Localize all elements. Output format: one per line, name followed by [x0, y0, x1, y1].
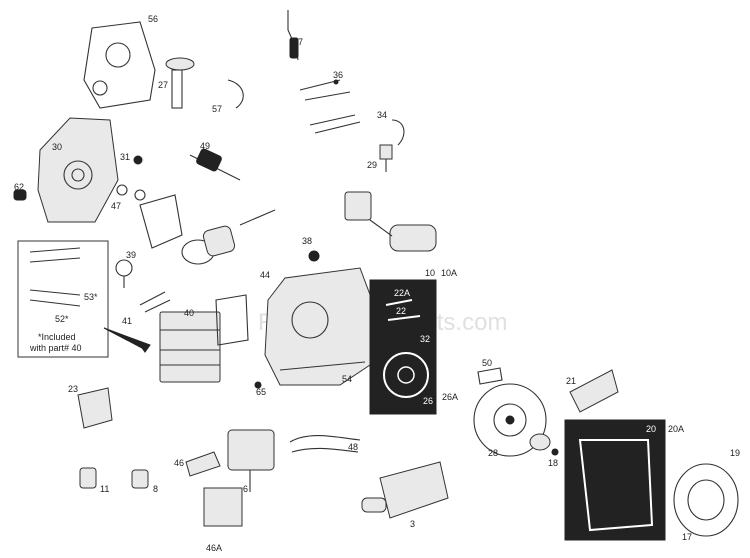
label-46: 46	[174, 458, 184, 468]
label-57: 57	[212, 104, 222, 114]
label-62: 62	[14, 182, 24, 192]
part-47-bearings[interactable]	[116, 184, 146, 201]
label-21: 21	[566, 376, 576, 386]
label-8: 8	[153, 484, 158, 494]
label-20: 20	[646, 424, 656, 434]
part-56-gasket[interactable]	[83, 21, 156, 109]
part-39-gear[interactable]	[115, 259, 133, 288]
label-31: 31	[120, 152, 130, 162]
label-48: 48	[348, 442, 358, 452]
label-47: 47	[111, 201, 121, 211]
part-49-camshaft[interactable]	[189, 148, 241, 181]
part-19-17-recoil-starter[interactable]	[673, 463, 739, 537]
label-26a: 26A	[442, 392, 458, 402]
label-46a: 46A	[206, 543, 222, 553]
label-52: 52*	[55, 314, 69, 324]
part-46-bracket[interactable]	[185, 451, 221, 477]
part-36-wiring[interactable]	[299, 79, 361, 134]
label-11: 11	[100, 484, 109, 494]
label-32: 32	[420, 334, 430, 344]
gasket-crankcase[interactable]	[139, 194, 183, 249]
label-39: 39	[126, 250, 136, 260]
part-30-crankcase-cover[interactable]	[37, 117, 119, 223]
part-28-fan[interactable]	[473, 383, 547, 457]
label-37: 37	[293, 37, 303, 47]
label-50: 50	[482, 358, 492, 368]
label-41: 41	[122, 316, 132, 326]
label-6: 6	[243, 484, 248, 494]
label-22a: 22A	[394, 288, 410, 298]
part-6-carburetor[interactable]	[227, 429, 275, 492]
part-10-starter-motor[interactable]	[344, 191, 437, 252]
label-19: 19	[730, 448, 740, 458]
label-44: 44	[260, 270, 270, 280]
label-28: 28	[488, 448, 498, 458]
label-34: 34	[377, 110, 387, 120]
label-17: 17	[682, 532, 692, 542]
part-44-piston[interactable]	[181, 209, 276, 265]
label-26: 26	[423, 396, 433, 406]
label-22: 22	[396, 306, 406, 316]
part-27-oil-fill[interactable]	[165, 57, 195, 109]
label-29: 29	[367, 160, 377, 170]
part-31-screw[interactable]	[133, 155, 143, 165]
inset-box: *Included with part# 40	[17, 240, 109, 358]
label-65: 65	[256, 387, 266, 397]
label-23: 23	[68, 384, 78, 394]
part-50-bracket[interactable]	[477, 367, 503, 385]
inset-note: *Included with part# 40	[29, 332, 82, 353]
part-23-plate[interactable]	[77, 387, 113, 429]
part-65-screw[interactable]	[254, 381, 262, 389]
label-49: 49	[200, 141, 210, 151]
part-40-cylinder-head[interactable]	[159, 311, 221, 383]
label-27: 27	[158, 80, 168, 90]
part-21-bracket[interactable]	[569, 369, 619, 413]
label-30: 30	[52, 142, 62, 152]
head-gasket[interactable]	[215, 294, 249, 346]
label-56: 56	[148, 14, 158, 24]
part-11-cap[interactable]	[79, 467, 97, 489]
flywheel-box[interactable]	[369, 279, 437, 415]
part-48-wires[interactable]	[289, 435, 361, 453]
label-38: 38	[302, 236, 312, 246]
callout-labels: 56 37 27 57 36 30 49 34 31 29 62 47 39 3…	[14, 14, 740, 553]
label-10a: 10A	[441, 268, 457, 278]
label-53: 53*	[84, 292, 98, 302]
part-3-muffler[interactable]	[361, 461, 449, 519]
part-41-valves[interactable]	[139, 291, 171, 313]
label-10: 10	[425, 268, 435, 278]
label-36: 36	[333, 70, 343, 80]
part-38-nut[interactable]	[308, 250, 320, 262]
label-3: 3	[410, 519, 415, 529]
part-62-seal[interactable]	[13, 189, 27, 201]
part-18-hub[interactable]	[529, 433, 559, 456]
part-20-blower-housing[interactable]	[564, 419, 666, 541]
part-46a-plate[interactable]	[203, 487, 243, 527]
label-18: 18	[548, 458, 558, 468]
label-20a: 20A	[668, 424, 684, 434]
part-57-tube[interactable]	[227, 79, 244, 109]
label-54: 54	[342, 374, 352, 384]
part-54-engine-block[interactable]	[264, 267, 373, 386]
inset-arrow	[103, 327, 151, 353]
part-37-dipstick[interactable]	[287, 10, 299, 61]
part-34-29-switch[interactable]	[379, 119, 405, 172]
label-40: 40	[184, 308, 194, 318]
part-8-cap[interactable]	[131, 469, 149, 489]
